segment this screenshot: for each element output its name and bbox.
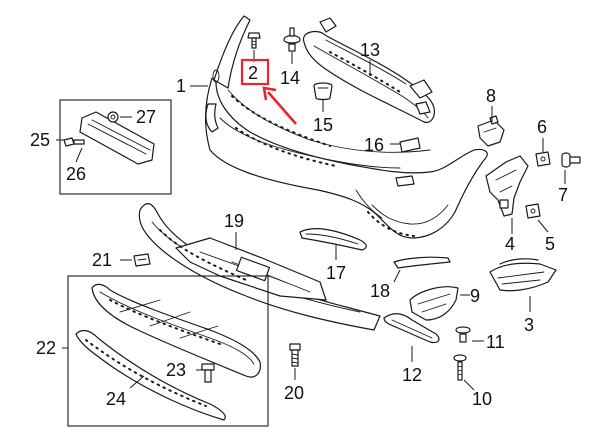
callout-13: 13 — [360, 40, 380, 60]
lower-deflector-3 — [489, 258, 557, 292]
callout-18: 18 — [370, 281, 390, 301]
clip-5 — [525, 203, 541, 219]
callout-25: 25 — [30, 130, 50, 150]
callout-12: 12 — [402, 365, 422, 385]
nut-27 — [107, 111, 119, 123]
callout-27: 27 — [136, 107, 156, 127]
highlight-callout-2 — [240, 58, 297, 125]
callout-23: 23 — [166, 360, 186, 380]
callouts: 1 2 14 13 15 16 8 6 7 4 5 9 3 11 10 12 1… — [30, 40, 568, 409]
bracket-12 — [383, 313, 440, 344]
callout-3: 3 — [524, 315, 534, 335]
callout-2: 2 — [248, 63, 258, 83]
callout-26: 26 — [66, 164, 86, 184]
highlight-arrow-head — [262, 86, 277, 101]
clip-6 — [535, 151, 551, 167]
trim-strip-17 — [299, 228, 367, 251]
callout-21: 21 — [92, 250, 112, 270]
skid-plate-group — [67, 275, 269, 427]
callout-20: 20 — [284, 383, 304, 403]
bolt-7 — [561, 152, 581, 168]
callout-11: 11 — [486, 332, 505, 352]
callout-14: 14 — [280, 68, 300, 88]
license-plate-group — [59, 99, 172, 195]
lower-grille — [138, 203, 381, 331]
bumper-cover — [205, 15, 488, 239]
bolt-14 — [283, 27, 301, 52]
bracket-8 — [477, 115, 505, 147]
callout-15: 15 — [313, 115, 333, 135]
highlight-box — [240, 58, 270, 86]
callout-6: 6 — [537, 117, 547, 137]
side-bracket — [485, 155, 529, 217]
clip-11 — [455, 326, 471, 343]
callout-17: 17 — [326, 263, 346, 283]
callout-1: 1 — [176, 76, 186, 96]
callout-10: 10 — [472, 389, 492, 409]
air-guide-9 — [409, 286, 459, 321]
callout-22: 22 — [36, 338, 56, 358]
callout-9: 9 — [470, 286, 480, 306]
callout-24: 24 — [106, 389, 126, 409]
bolt-26 — [63, 137, 85, 147]
callout-4: 4 — [505, 234, 515, 254]
trim-strip-18 — [393, 256, 451, 269]
energy-absorber — [302, 17, 435, 123]
bolt-23 — [201, 363, 215, 383]
tow-hook-cover — [399, 137, 421, 153]
clip-21 — [133, 253, 151, 267]
callout-8: 8 — [486, 86, 496, 106]
bolt-10 — [453, 354, 467, 381]
highlight-arrow — [267, 91, 297, 125]
bolt-20 — [289, 343, 301, 367]
callout-16: 16 — [364, 135, 384, 155]
callout-5: 5 — [545, 234, 555, 254]
callout-7: 7 — [558, 185, 568, 205]
bolt-2 — [247, 32, 261, 49]
callout-19: 19 — [224, 211, 244, 231]
leader-lines — [56, 50, 566, 391]
clip-15 — [313, 82, 333, 101]
